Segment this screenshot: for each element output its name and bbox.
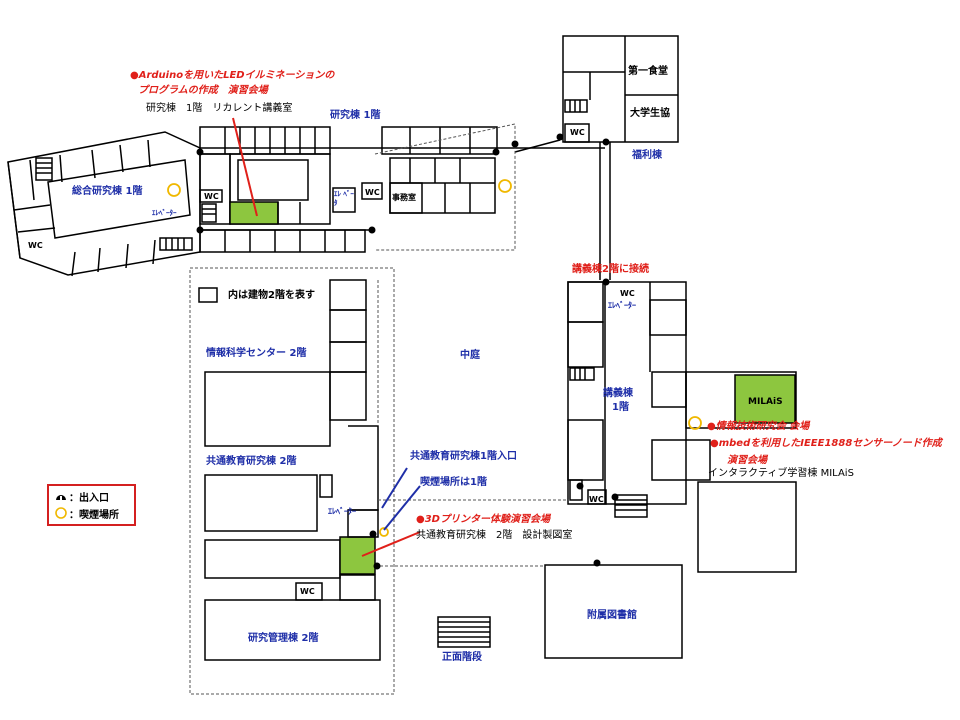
wc-label: WC bbox=[300, 587, 315, 596]
univ-coop-label: 大学生協 bbox=[630, 108, 670, 119]
welfare-label: 福利棟 bbox=[632, 150, 662, 161]
elevator-label-center: ｴﾚﾍﾞｰﾀｰ bbox=[328, 507, 356, 516]
floor2-note: 内は建物2階を表す bbox=[228, 290, 315, 301]
wc-label: WC bbox=[28, 241, 43, 250]
printer-event-title: ●3Dプリンター体験演習会場 bbox=[416, 514, 550, 525]
wc-label: WC bbox=[589, 495, 604, 504]
welfare-building bbox=[562, 35, 679, 143]
research-building bbox=[199, 126, 331, 155]
legend-smoking: ：喫煙場所 bbox=[69, 510, 119, 521]
common-entrance-label: 共通教育研究棟1階入口 bbox=[410, 451, 517, 462]
lecture-label: 講義棟 bbox=[603, 388, 633, 399]
courtyard-label: 中庭 bbox=[460, 350, 480, 361]
milais-label: MILAiS bbox=[748, 397, 783, 407]
milais-place: インタラクティブ学習棟 MILAiS bbox=[708, 468, 854, 479]
wc-label: WC bbox=[204, 192, 219, 201]
general-edu-label: 共通教育研究棟 2階 bbox=[206, 456, 297, 467]
general-research-building bbox=[7, 131, 201, 276]
legend-entrance: ：出入口 bbox=[69, 493, 109, 504]
printer-event-place: 共通教育研究棟 2階 設計製図室 bbox=[416, 530, 573, 541]
it-study-event: ●情報技術研究会 会場 bbox=[707, 421, 810, 432]
wc-label: WC bbox=[620, 289, 635, 298]
elevator-label-lecture: ｴﾚﾍﾞｰﾀｰ bbox=[608, 301, 636, 310]
entrance-icon bbox=[56, 495, 66, 500]
smoking-spot bbox=[688, 416, 702, 430]
arduino-event-title-line2: プログラムの作成 演習会場 bbox=[138, 85, 268, 96]
map-legend: ：出入口 ：喫煙場所 bbox=[47, 484, 136, 526]
elevator-box-label: ｴﾚ ﾍﾞｰﾀ bbox=[334, 190, 354, 207]
smoking-note: 喫煙場所は1階 bbox=[420, 477, 487, 488]
smoking-icon bbox=[55, 507, 67, 519]
mbed-event-title: ●mbedを利用したIEEE1888センサーノード作成 bbox=[710, 438, 942, 449]
arduino-event-title: ●Arduinoを用いたLEDイルミネーションの bbox=[130, 70, 335, 81]
mbed-event-place: 演習会場 bbox=[727, 455, 767, 466]
general-research-label: 総合研究棟 1階 bbox=[72, 186, 143, 197]
connect-lecture-note: 講義棟2階に接続 bbox=[572, 264, 649, 275]
elevator-label-left: ｴﾚﾍﾞｰﾀｰ bbox=[152, 209, 177, 217]
smoking-spot bbox=[167, 183, 181, 197]
library-label: 附属図書館 bbox=[587, 610, 637, 621]
mgmt-label: 研究管理棟 2階 bbox=[248, 633, 319, 644]
wc-label: WC bbox=[365, 188, 380, 197]
office-label: 事務室 bbox=[392, 193, 416, 202]
smoking-spot bbox=[498, 179, 512, 193]
floor2-area bbox=[189, 267, 395, 695]
main-stairs-label: 正面階段 bbox=[442, 652, 482, 663]
library-building bbox=[544, 564, 683, 659]
info-center-label: 情報科学センター 2階 bbox=[206, 348, 307, 359]
cafeteria-label: 第一食堂 bbox=[628, 66, 668, 77]
milais-building bbox=[685, 371, 797, 429]
lecture-floor-label: 1階 bbox=[612, 402, 629, 413]
wc-label: WC bbox=[570, 128, 585, 137]
arduino-event-place: 研究棟 1階 リカレント講義室 bbox=[146, 103, 293, 114]
smoking-spot bbox=[379, 527, 389, 537]
research-building-label: 研究棟 1階 bbox=[330, 110, 381, 121]
